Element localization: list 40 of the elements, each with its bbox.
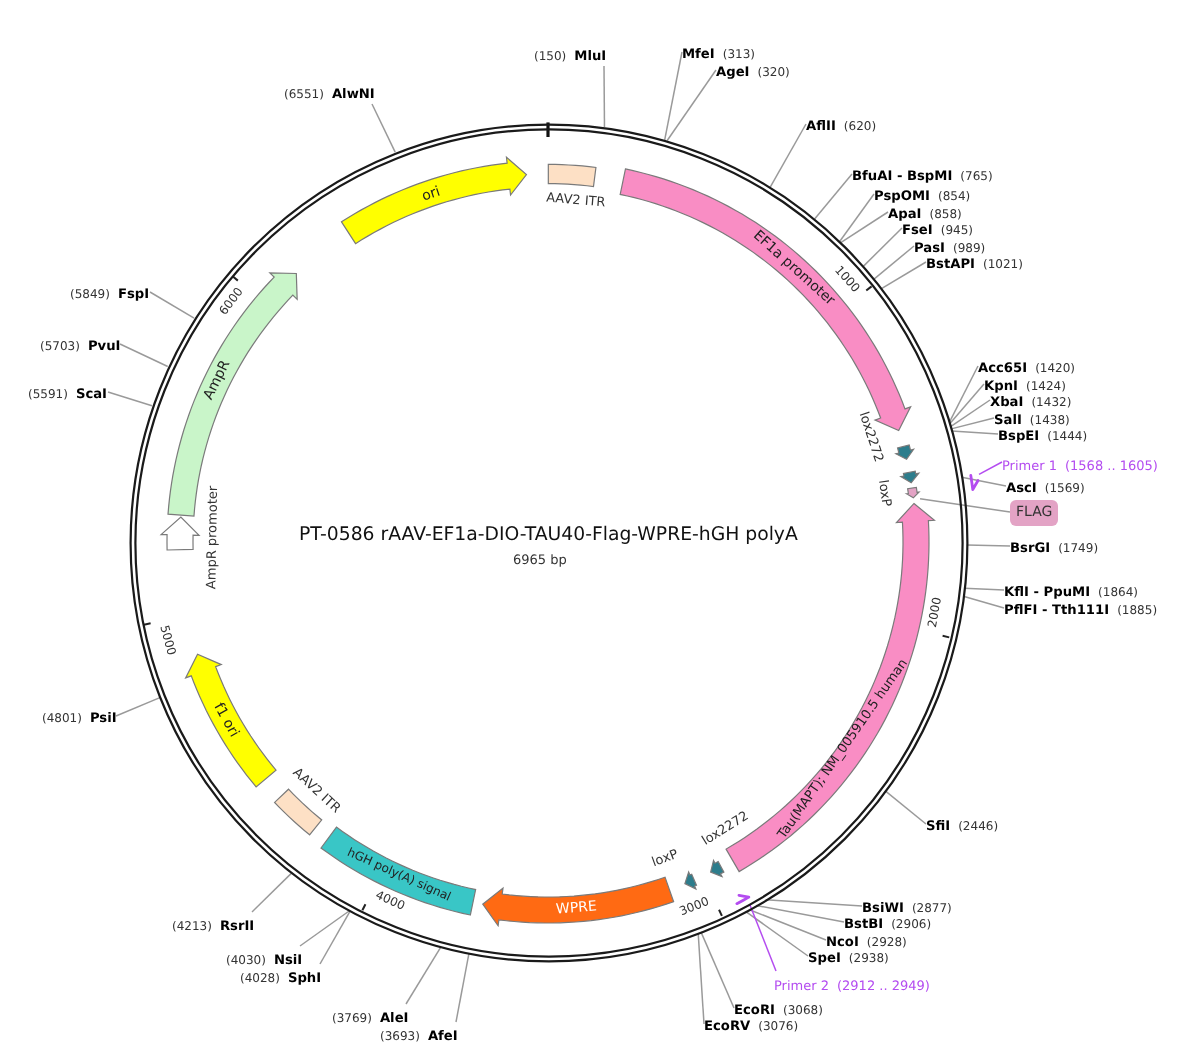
- leader-line: [119, 343, 169, 368]
- leader-line: [666, 69, 717, 142]
- leader-line: [405, 946, 442, 1005]
- leader-line: [149, 291, 195, 319]
- leader-line: [880, 261, 927, 290]
- leader-line: [115, 697, 161, 717]
- leader-line: [299, 910, 351, 947]
- leader-line: [700, 931, 735, 1009]
- leader-line: [603, 65, 606, 128]
- leader-line: [919, 498, 1011, 513]
- leader-line: [950, 417, 995, 430]
- leader-line: [107, 391, 153, 407]
- leader-line: [963, 587, 1005, 591]
- leader-line: [961, 476, 1007, 487]
- leader-line: [978, 461, 1003, 476]
- leader-line: [949, 399, 991, 428]
- leader-line: [884, 789, 927, 825]
- leader-line: [948, 365, 979, 424]
- leader-line: [962, 595, 1005, 609]
- leader-line: [663, 51, 683, 141]
- leader-line: [949, 383, 985, 425]
- leader-line: [319, 910, 351, 965]
- leader-line: [862, 227, 903, 268]
- leader-line: [755, 904, 845, 923]
- leader-line: [371, 103, 396, 153]
- leader-line: [840, 211, 889, 244]
- leader-line: [455, 952, 470, 1023]
- leader-line: [873, 245, 915, 280]
- leader-line: [838, 193, 875, 243]
- leader-line: [251, 872, 293, 913]
- map-title: PT-0586 rAAV-EF1a-DIO-TAU40-Flag-WPRE-hGH polyA: [299, 525, 798, 547]
- leader-line: [748, 908, 827, 941]
- leader-line: [697, 932, 705, 1025]
- leader-line: [744, 910, 809, 957]
- leader-line: [764, 899, 863, 907]
- leader-line: [813, 173, 853, 220]
- leader-line: [769, 123, 807, 188]
- leader-line: [749, 903, 777, 972]
- leader-line: [951, 430, 999, 435]
- leader-line: [966, 544, 1011, 547]
